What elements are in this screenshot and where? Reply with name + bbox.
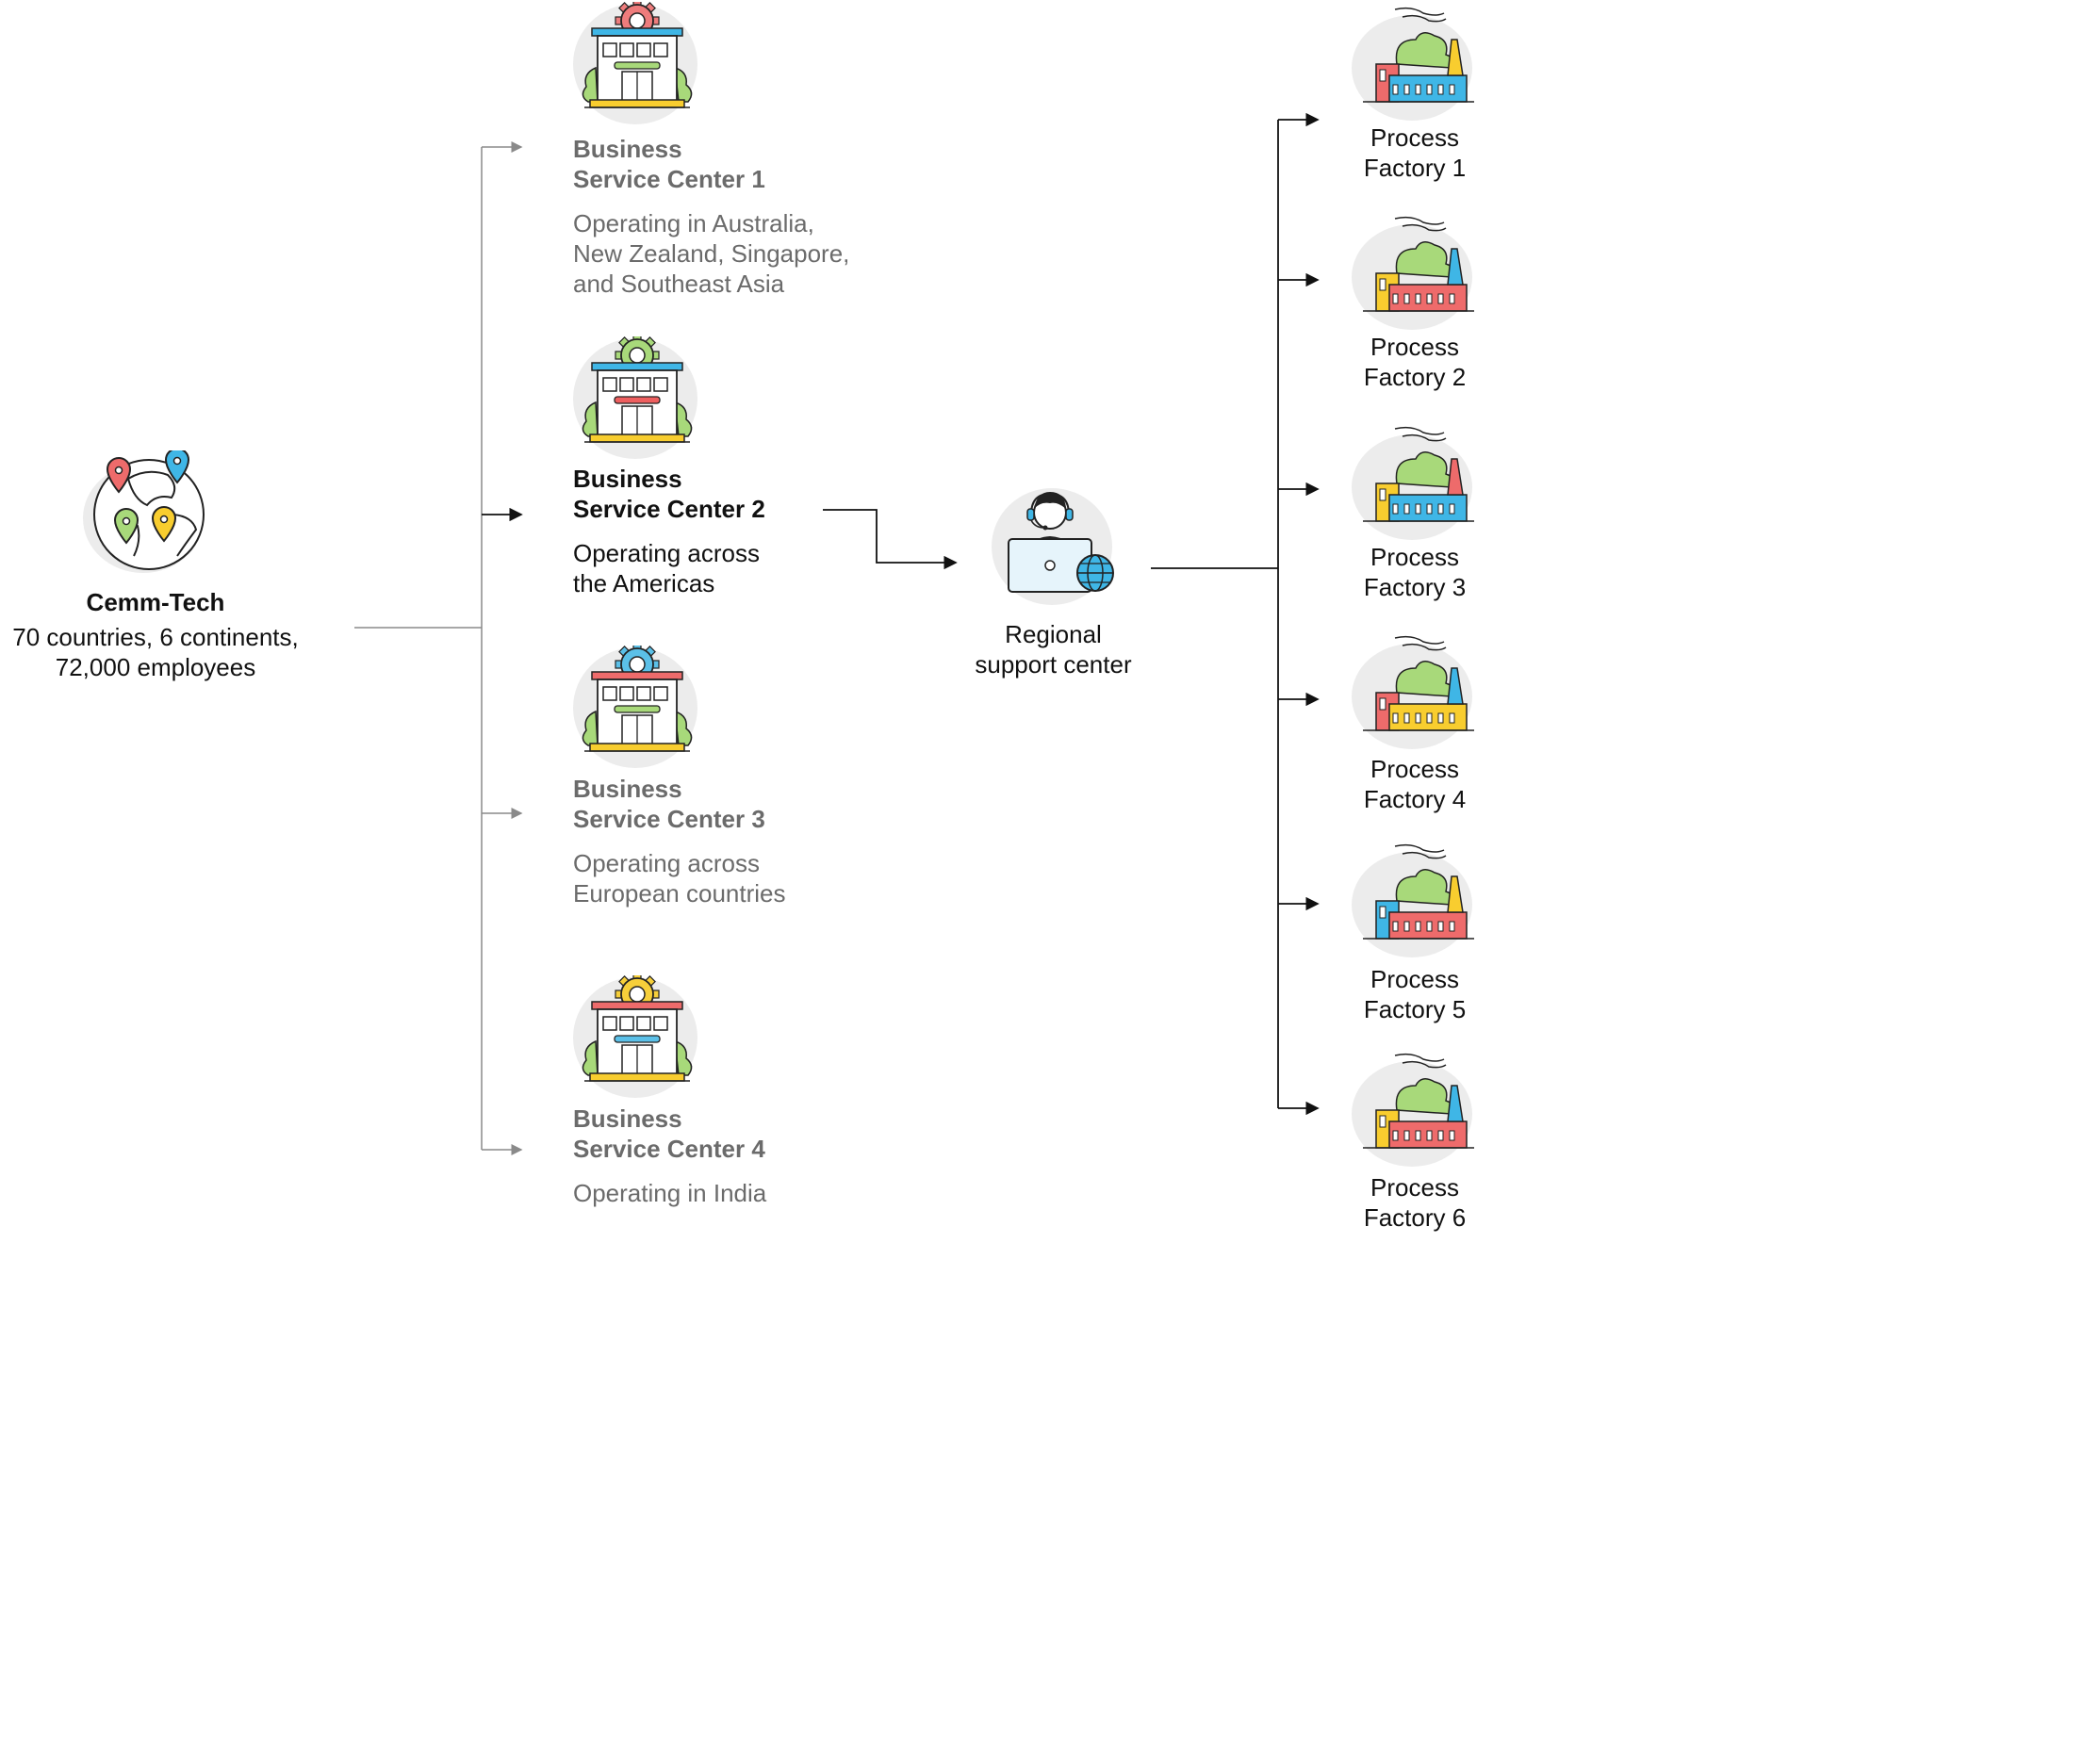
building-gear-icon xyxy=(573,336,697,459)
factory-4-label-line-2: Factory 4 xyxy=(1363,785,1467,813)
factory-2-label-line-2: Factory 2 xyxy=(1363,363,1467,391)
factory-5-label-line-1: Process xyxy=(1370,965,1459,993)
center-4-title-line-2: Service Center 4 xyxy=(573,1135,765,1163)
hq-stats-line-2: 72,000 employees xyxy=(55,653,256,681)
center-4-title-line-1: Business xyxy=(573,1104,682,1133)
center-3-title-line-2: Service Center 3 xyxy=(573,805,765,833)
center-1-desc-line-2: New Zealand, Singapore, xyxy=(573,239,850,268)
center-1-desc-line-1: Operating in Australia, xyxy=(573,209,814,237)
factory-icon xyxy=(1352,426,1474,540)
factory-6-label-line-1: Process xyxy=(1370,1173,1459,1202)
factory-4-label-line-1: Process xyxy=(1370,755,1459,783)
center-2-desc-line-2: the Americas xyxy=(573,569,715,597)
building-gear-icon xyxy=(573,975,697,1098)
center-2-desc-line-1: Operating across xyxy=(573,539,760,567)
hq-stats-line-1: 70 countries, 6 continents, xyxy=(12,623,299,651)
factory-icon xyxy=(1352,635,1474,749)
center-1-desc-line-3: and Southeast Asia xyxy=(573,270,785,298)
factory-icon xyxy=(1352,843,1474,957)
center-3-title-line-1: Business xyxy=(573,775,682,803)
building-gear-icon xyxy=(573,2,697,124)
factory-3-label-line-2: Factory 3 xyxy=(1363,573,1467,601)
factory-6-label-line-2: Factory 6 xyxy=(1363,1203,1467,1232)
center-3-desc-line-1: Operating across xyxy=(573,849,760,877)
center-2-title-line-1: Business xyxy=(573,465,682,493)
factory-icon xyxy=(1352,7,1474,121)
connector-lines xyxy=(354,112,1320,1155)
center-1-title-line-2: Service Center 1 xyxy=(573,165,765,193)
center-1-title-line-1: Business xyxy=(573,135,682,163)
factory-2-label-line-1: Process xyxy=(1370,333,1459,361)
support-label-line-2: support center xyxy=(975,650,1132,679)
factory-icon xyxy=(1352,216,1474,330)
hq-name: Cemm-Tech xyxy=(86,588,225,616)
factory-5-label-line-2: Factory 5 xyxy=(1363,995,1467,1023)
factory-icon xyxy=(1352,1053,1474,1167)
center-3-desc-line-2: European countries xyxy=(573,879,786,908)
support-label-line-1: Regional xyxy=(1005,620,1102,648)
factory-1-label-line-2: Factory 1 xyxy=(1363,154,1467,182)
globe-pins-icon xyxy=(83,450,205,573)
arrow-to-support xyxy=(823,509,958,570)
support-agent-icon xyxy=(992,488,1114,605)
building-gear-icon xyxy=(573,646,697,768)
center-4-desc-line-1: Operating in India xyxy=(573,1179,767,1207)
factory-1-label-line-1: Process xyxy=(1370,123,1459,152)
factory-3-label-line-1: Process xyxy=(1370,543,1459,571)
center-2-title-line-2: Service Center 2 xyxy=(573,495,765,523)
